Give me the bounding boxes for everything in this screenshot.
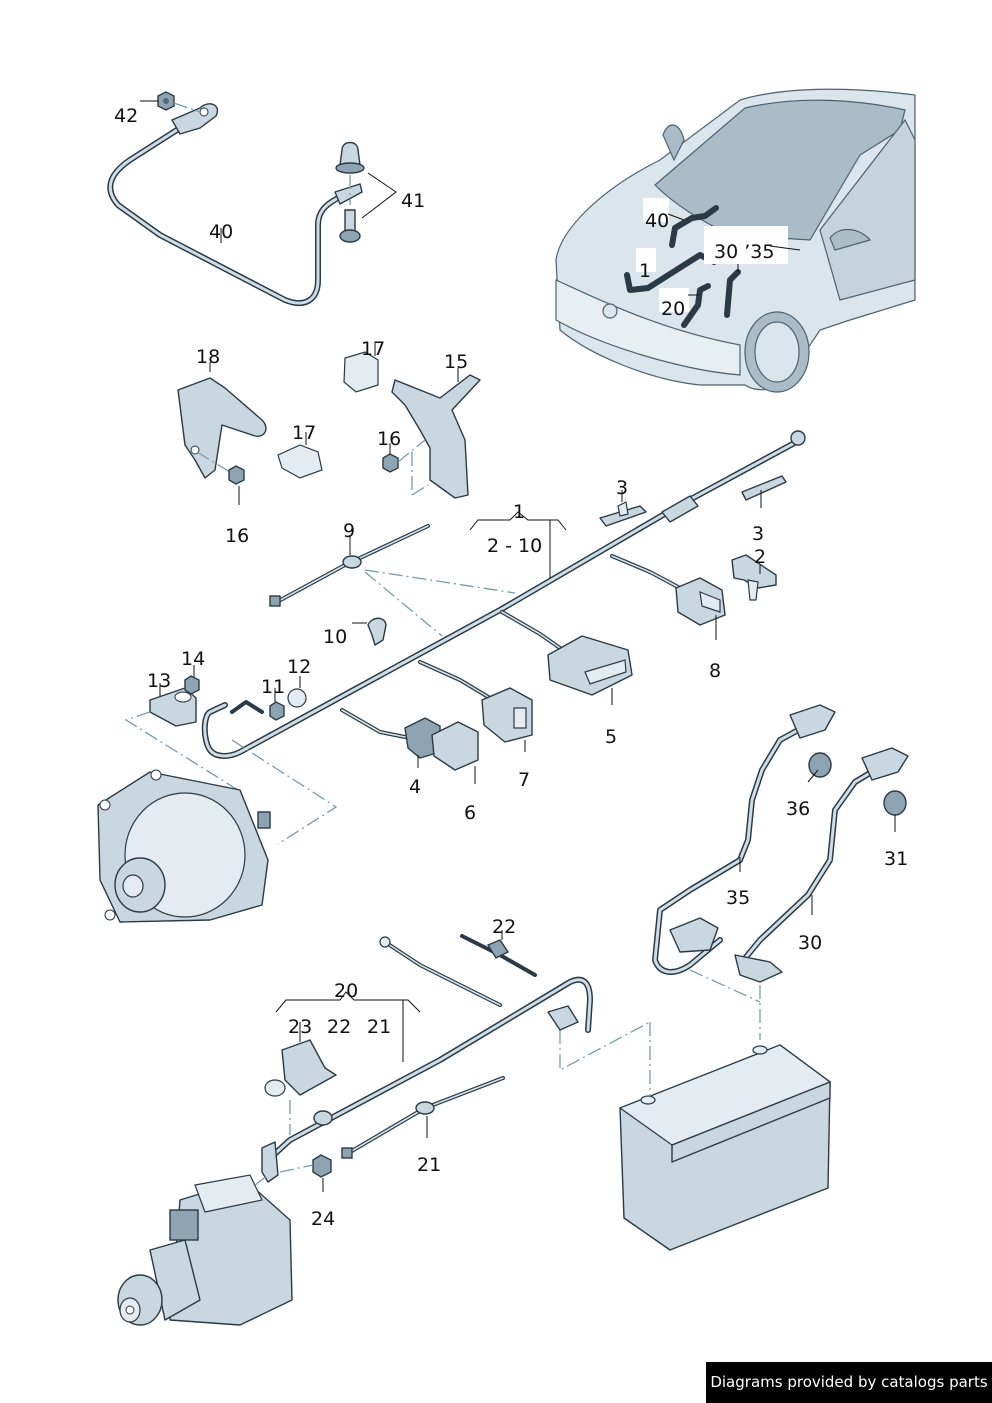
clip-10: 10 bbox=[323, 617, 387, 648]
callout-22a: 22 bbox=[492, 916, 516, 938]
nut-11 bbox=[269, 701, 285, 721]
callout-5: 5 bbox=[605, 726, 617, 748]
clamp-13-group: 14 13 11 12 bbox=[124, 648, 338, 845]
callout-13: 13 bbox=[147, 670, 171, 692]
overview-harness-20: 20 bbox=[659, 283, 711, 328]
bracket-18-group: 16 18 17 bbox=[177, 346, 323, 547]
cap-12 bbox=[287, 688, 307, 708]
callout-6: 6 bbox=[464, 802, 476, 824]
cable-40-ring-terminal bbox=[171, 103, 219, 135]
callout-24: 24 bbox=[311, 1208, 335, 1230]
callout-15: 15 bbox=[444, 351, 468, 373]
callout-21b: 21 bbox=[417, 1154, 441, 1176]
overview-label-40: 40 bbox=[645, 210, 669, 232]
engine-harness-1: 1 2 - 10 bbox=[201, 430, 806, 759]
callout-17b: 17 bbox=[292, 422, 316, 444]
callout-20: 20 bbox=[334, 980, 358, 1002]
connector-5: 5 bbox=[547, 635, 633, 748]
retainer-3-right: 3 bbox=[741, 475, 787, 545]
callout-40: 40 bbox=[209, 221, 233, 243]
overview-label-1: 1 bbox=[639, 260, 651, 282]
callout-16b: 16 bbox=[377, 428, 401, 450]
overview-cable-40: 40 bbox=[643, 198, 719, 248]
battery-cable-30: 31 30 bbox=[734, 747, 909, 983]
overview-label-20: 20 bbox=[661, 298, 685, 320]
callout-14: 14 bbox=[181, 648, 205, 670]
callout-2: 2 bbox=[754, 546, 766, 568]
callout-9: 9 bbox=[343, 520, 355, 542]
starter-motor bbox=[117, 1174, 293, 1326]
cable-tie-22: 22 bbox=[460, 916, 537, 977]
callout-7: 7 bbox=[518, 769, 530, 791]
callout-21a: 21 bbox=[367, 1016, 391, 1038]
connector-7: 7 bbox=[481, 687, 533, 791]
alternator bbox=[97, 769, 271, 923]
callout-1-range: 2 - 10 bbox=[487, 535, 542, 557]
sensor-4-connector-6: 4 6 bbox=[404, 717, 479, 824]
starter-harness-20: 20 22 21 bbox=[261, 936, 593, 1183]
holder-2: 2 bbox=[731, 546, 777, 601]
callout-30: 30 bbox=[798, 932, 822, 954]
callout-42: 42 bbox=[114, 105, 138, 127]
battery bbox=[559, 1021, 832, 1251]
callout-31: 31 bbox=[884, 848, 908, 870]
retainer-3-left: 3 bbox=[599, 477, 647, 527]
ground-cable-40-group: 42 41 40 bbox=[107, 91, 425, 307]
battery-cable-35: 36 35 bbox=[652, 704, 836, 975]
nut-bolt-41 bbox=[335, 141, 365, 243]
callout-11: 11 bbox=[261, 676, 285, 698]
callout-12: 12 bbox=[287, 656, 311, 678]
overview-label-30-35: 30 ’35 bbox=[714, 241, 774, 263]
callout-41: 41 bbox=[401, 190, 425, 212]
callout-23: 23 bbox=[288, 1016, 312, 1038]
overview-cables-30-35: 30 ’35 bbox=[704, 226, 801, 318]
callout-10: 10 bbox=[323, 626, 347, 648]
callout-4: 4 bbox=[409, 776, 421, 798]
footer-credit: Diagrams provided by catalogs parts bbox=[706, 1362, 992, 1403]
callout-35: 35 bbox=[726, 887, 750, 909]
nut-14 bbox=[184, 675, 200, 695]
clip-17-upper bbox=[343, 351, 379, 393]
connector-6 bbox=[431, 721, 479, 771]
bracket-15-group: 17 15 16 bbox=[343, 338, 481, 499]
callout-1: 1 bbox=[513, 501, 525, 523]
nut-36 bbox=[808, 752, 832, 778]
protective-cap-23: 23 bbox=[264, 1016, 337, 1135]
callout-8: 8 bbox=[709, 660, 721, 682]
cable-tie-21: 21 bbox=[341, 1076, 505, 1176]
callout-36: 36 bbox=[786, 798, 810, 820]
clip-17-lower bbox=[277, 444, 323, 479]
nut-24: 24 bbox=[279, 1154, 335, 1230]
nut-31 bbox=[883, 790, 907, 816]
callout-3b: 3 bbox=[752, 523, 764, 545]
connector-8: 8 bbox=[675, 577, 726, 682]
callout-3a: 3 bbox=[616, 477, 628, 499]
callout-16a: 16 bbox=[225, 525, 249, 547]
callout-18: 18 bbox=[196, 346, 220, 368]
car-overview: 40 1 20 30 ’35 bbox=[555, 88, 916, 393]
nut-42 bbox=[157, 91, 201, 113]
cable-tie-9: 9 bbox=[269, 520, 516, 637]
callout-17a: 17 bbox=[361, 338, 385, 360]
callout-22b: 22 bbox=[327, 1016, 351, 1038]
